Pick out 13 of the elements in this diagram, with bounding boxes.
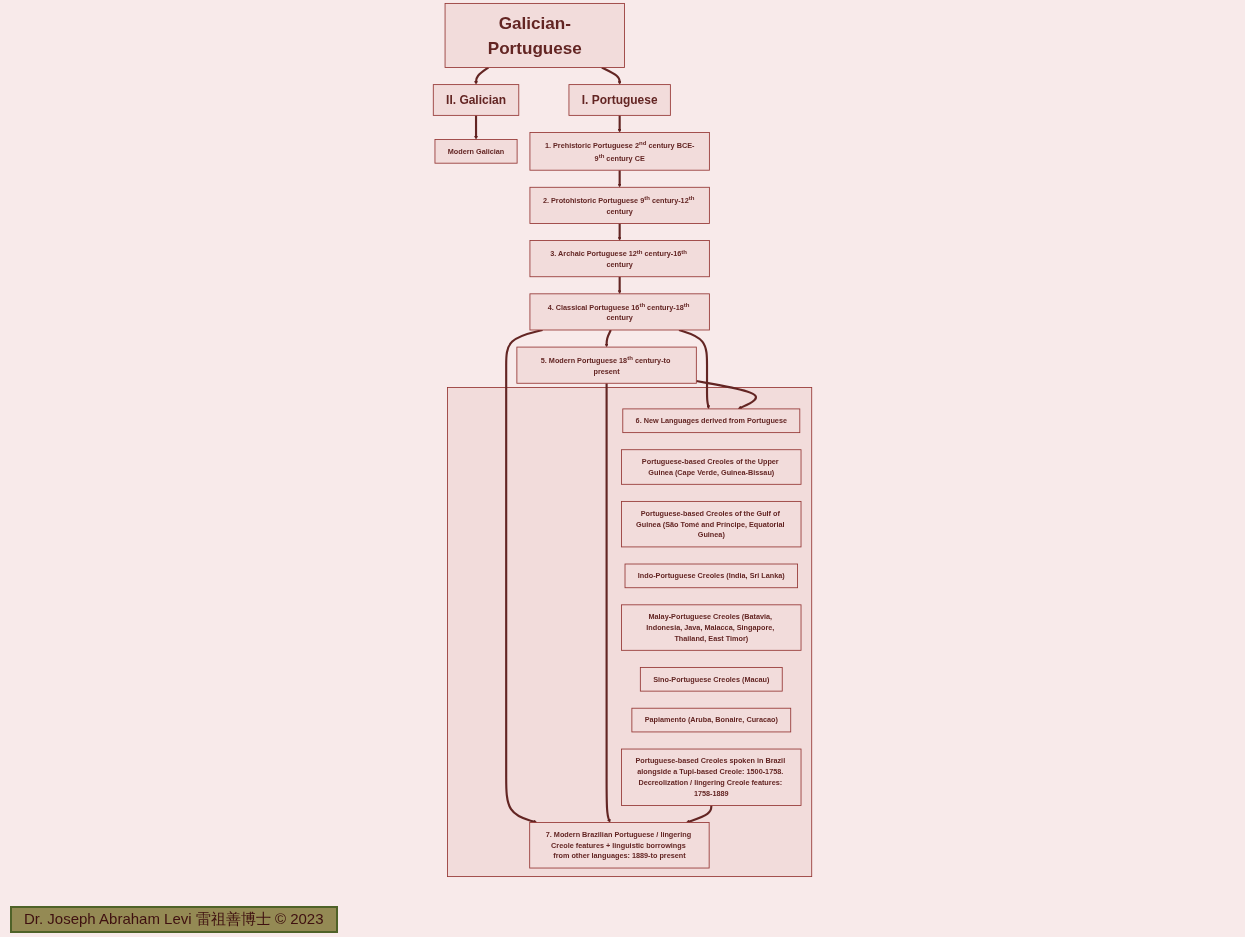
- node-box: I. Portuguese: [568, 84, 671, 116]
- arrow: [601, 66, 622, 85]
- cluster: [447, 387, 813, 877]
- arrow: [474, 115, 478, 140]
- arrow: [474, 66, 489, 85]
- arrow: [605, 383, 611, 823]
- arrow: [617, 170, 622, 188]
- arrow: [686, 805, 713, 824]
- credit-note: Dr. Joseph Abraham Levi 雷祖善博士 © 2023: [10, 906, 338, 933]
- arrow: [617, 276, 622, 294]
- arrow: [696, 380, 757, 410]
- node-box: II. Galician: [432, 84, 520, 116]
- node-box: Galician-Portuguese: [444, 3, 625, 68]
